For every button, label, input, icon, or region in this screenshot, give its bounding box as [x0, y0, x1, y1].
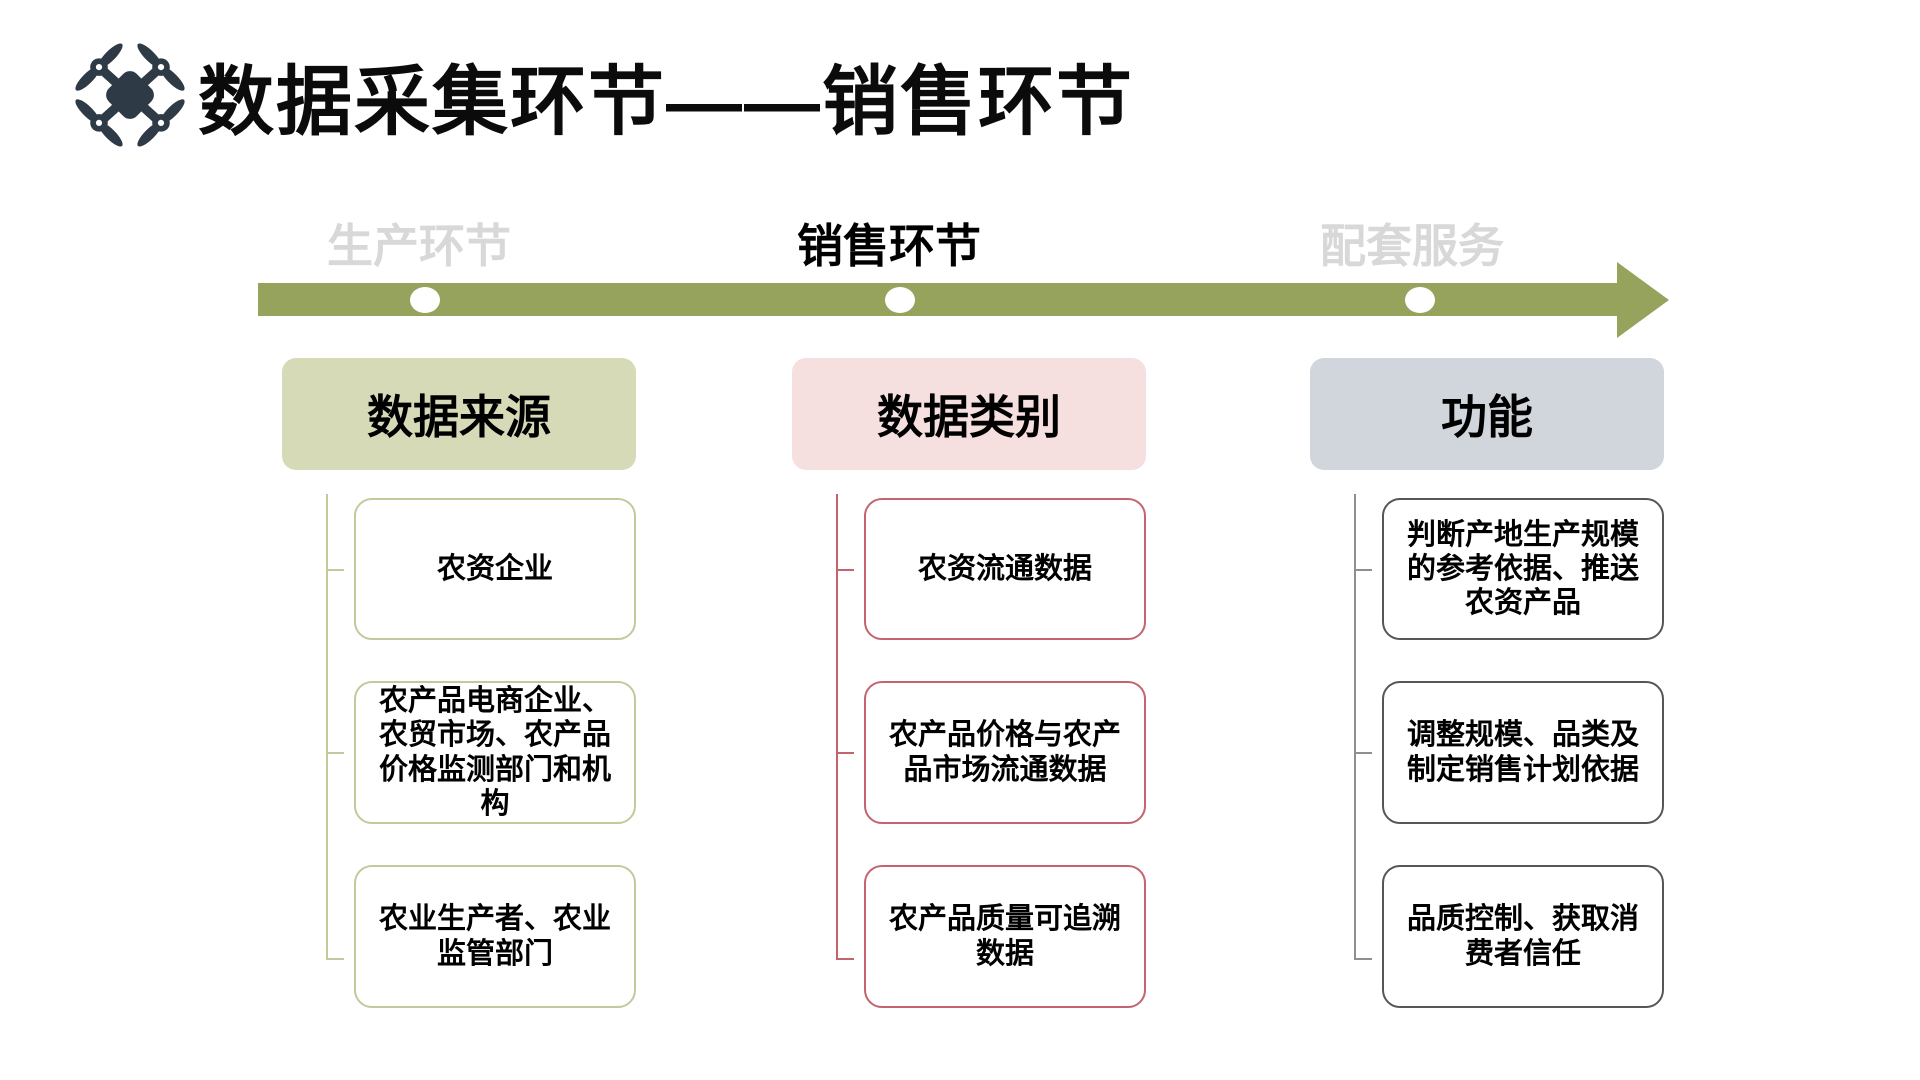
connector-tick [1354, 569, 1372, 571]
timeline-dot-production [410, 287, 440, 313]
connector-tick [836, 569, 854, 571]
connector-tick [326, 569, 344, 571]
item-box: 农产品质量可追溯数据 [864, 865, 1146, 1008]
column-data-categories: 数据类别 农资流通数据 农产品价格与农产品市场流通数据 农产品质量可追溯数据 [792, 358, 1146, 1018]
timeline-arrow-band [258, 283, 1618, 316]
drone-icon [75, 43, 185, 147]
timeline-arrow-head [1617, 262, 1669, 338]
timeline-label-sales: 销售环节 [797, 220, 981, 272]
connector-tick [836, 958, 854, 960]
column-functions: 功能 判断产地生产规模的参考依据、推送农资产品 调整规模、品类及制定销售计划依据… [1310, 358, 1664, 1018]
connector-tick [1354, 752, 1372, 754]
item-box: 农产品电商企业、农贸市场、农产品价格监测部门和机构 [354, 681, 636, 824]
timeline-label-services: 配套服务 [1320, 220, 1504, 272]
item-box: 判断产地生产规模的参考依据、推送农资产品 [1382, 498, 1664, 640]
column-data-sources: 数据来源 农资企业 农产品电商企业、农贸市场、农产品价格监测部门和机构 农业生产… [282, 358, 636, 1018]
column-header-functions: 功能 [1310, 358, 1664, 470]
timeline-label-production: 生产环节 [327, 220, 511, 272]
column-header-data-sources: 数据来源 [282, 358, 636, 470]
timeline-dot-sales [885, 287, 915, 313]
timeline-dot-services [1405, 287, 1435, 313]
item-box: 农业生产者、农业监管部门 [354, 865, 636, 1008]
item-box: 调整规模、品类及制定销售计划依据 [1382, 681, 1664, 824]
connector-tick [326, 958, 344, 960]
connector-tick [836, 752, 854, 754]
page-title: 数据采集环节——销售环节 [198, 60, 1134, 145]
connector-line [836, 494, 838, 960]
item-box: 农资企业 [354, 498, 636, 640]
item-box: 品质控制、获取消费者信任 [1382, 865, 1664, 1008]
item-box: 农资流通数据 [864, 498, 1146, 640]
connector-tick [1354, 958, 1372, 960]
connector-line [326, 494, 328, 960]
connector-line [1354, 494, 1356, 960]
item-box: 农产品价格与农产品市场流通数据 [864, 681, 1146, 824]
connector-tick [326, 752, 344, 754]
column-header-data-categories: 数据类别 [792, 358, 1146, 470]
